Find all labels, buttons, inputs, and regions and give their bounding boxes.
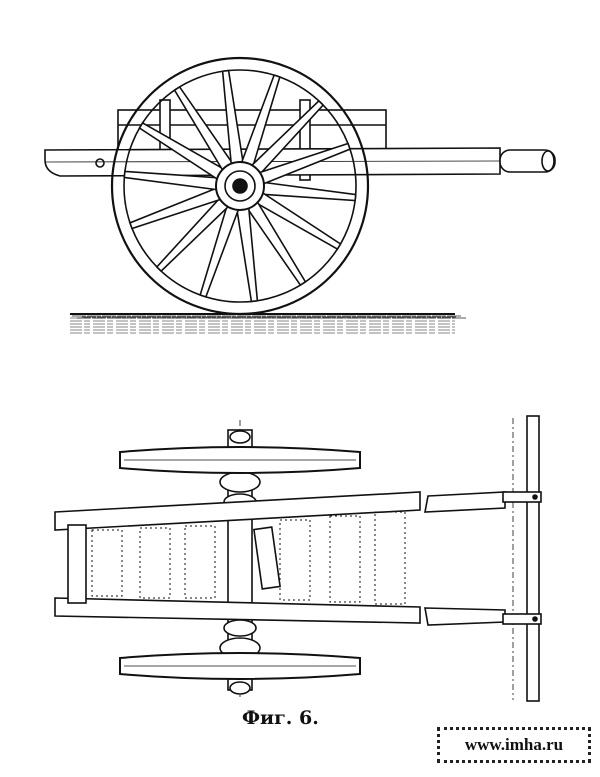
pole-detail xyxy=(502,415,542,702)
wheel-top-lower xyxy=(119,652,361,680)
watermark: www.imha.ru xyxy=(437,727,591,763)
spoke xyxy=(235,206,259,303)
spoke xyxy=(260,181,357,202)
frame xyxy=(54,491,421,624)
wheel-top-upper xyxy=(119,446,361,474)
top-view xyxy=(54,420,506,700)
ground-hatching xyxy=(70,313,466,334)
figure-caption: Фиг. 6. xyxy=(242,707,319,729)
side-view xyxy=(44,56,556,334)
pole-stubs xyxy=(424,491,506,626)
wheel-side xyxy=(110,56,370,316)
shaft xyxy=(44,147,556,177)
